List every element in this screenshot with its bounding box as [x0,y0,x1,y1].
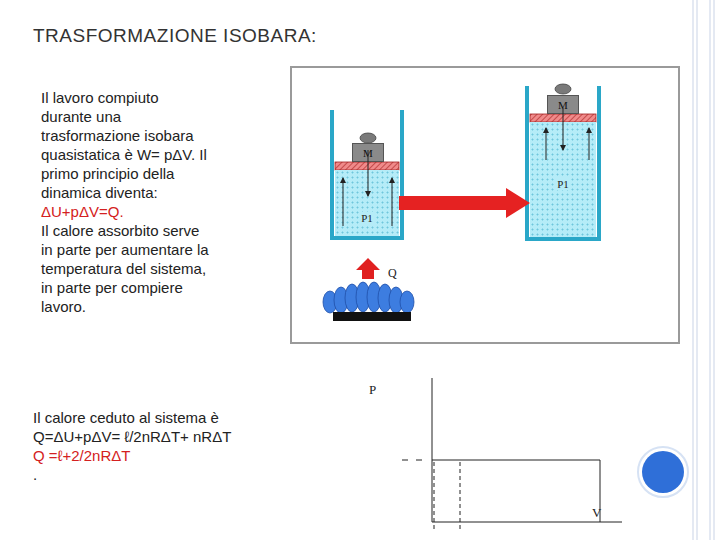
cylinder-right [527,84,599,239]
gas-volume: P1 [335,170,399,236]
axis-label: V [592,503,601,522]
figure-frame [291,67,679,343]
body-text: Il calore assorbito serve in parte per a… [41,221,209,316]
cylinder-left [332,110,402,238]
body-text: Il lavoro compiuto durante una trasforma… [41,88,209,202]
formula-red: Q =ℓ+2/2nRΔT [33,446,273,465]
burner-flame [323,282,414,321]
heat-label: Q [388,264,397,283]
pressure-label: P1 [360,212,374,224]
slide-title: TRASFORMAZIONE ISOBARA: [33,26,317,45]
body-text: Il calore ceduto al sistema è Q=ΔU+pΔV= … [33,408,273,446]
axis-label: P [369,380,376,399]
heat-arrow [356,258,380,279]
formula-red: ΔU+pΔV=Q. [41,202,209,221]
pv-graph [402,378,622,530]
pressure-label: P1 [556,178,570,190]
process-arrow [399,188,530,218]
text-column: Il lavoro compiuto durante una trasforma… [41,88,209,316]
text-column: Il calore ceduto al sistema è Q=ΔU+pΔV= … [33,408,273,484]
body-text: . [33,465,273,484]
